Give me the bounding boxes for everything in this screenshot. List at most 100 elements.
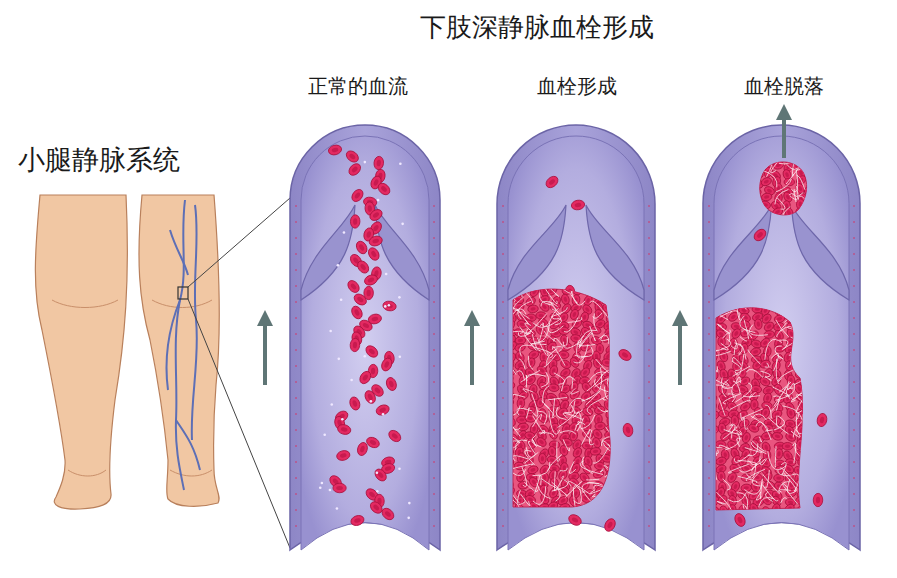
- blood-cell: [752, 227, 768, 243]
- vein-section: [703, 125, 860, 550]
- blood-cell: [354, 239, 369, 255]
- thrombus: [799, 348, 804, 354]
- thrombus: [517, 277, 521, 285]
- thrombus: [515, 276, 528, 289]
- thrombus: [796, 455, 809, 468]
- thrombus: [708, 410, 721, 422]
- thrombus: [554, 373, 565, 385]
- thrombus: [494, 471, 512, 478]
- thrombus: [559, 502, 571, 512]
- thrombus: [597, 321, 603, 327]
- thrombus: [507, 298, 512, 301]
- blood-cell: [356, 296, 364, 303]
- thrombus: [505, 276, 517, 289]
- thrombus: [517, 371, 525, 381]
- thrombus: [763, 307, 768, 313]
- thrombus: [568, 317, 582, 322]
- thrombus: [605, 353, 611, 359]
- thrombus: [528, 377, 534, 383]
- blood-cell: [368, 348, 376, 356]
- thrombus: [695, 283, 823, 525]
- thrombus: [513, 502, 525, 515]
- thrombus: [513, 464, 534, 469]
- thrombus: [716, 306, 727, 314]
- blood-cell: [338, 358, 341, 361]
- thrombus: [729, 474, 735, 480]
- thrombus: [557, 469, 569, 482]
- thrombus: [571, 295, 578, 304]
- blood-cell: [376, 181, 392, 197]
- thrombus: [705, 359, 714, 371]
- blood-cell: [544, 174, 560, 190]
- thrombus: [549, 411, 560, 435]
- thrombus: [535, 396, 546, 408]
- thrombus: [580, 461, 603, 475]
- thrombus: [722, 371, 727, 377]
- thrombus: [704, 433, 716, 446]
- thrombus: [606, 483, 612, 488]
- thrombus: [504, 455, 515, 468]
- thrombus: [583, 277, 596, 288]
- thrombus: [785, 445, 790, 448]
- blood-cell: [359, 263, 366, 271]
- blood-cell: [375, 403, 391, 417]
- thrombus: [552, 480, 568, 491]
- blood-cell: [625, 426, 630, 433]
- thrombus: [605, 387, 611, 401]
- thrombus: [594, 379, 609, 387]
- thrombus: [517, 398, 525, 409]
- thrombus: [517, 505, 523, 511]
- thrombus: [506, 358, 514, 369]
- thrombus: [705, 419, 716, 427]
- blood-cell: [336, 449, 351, 461]
- thrombus: [606, 427, 612, 434]
- vein-section: [709, 205, 710, 540]
- blood-cell: [617, 347, 633, 362]
- vein-section: [508, 205, 566, 300]
- thrombus: [550, 503, 556, 509]
- thrombus: [582, 429, 591, 445]
- thrombus: [764, 297, 769, 303]
- blood-cell: [319, 487, 322, 490]
- thrombus: [529, 285, 541, 298]
- thrombus: [502, 470, 513, 479]
- thrombus: [788, 461, 793, 465]
- thrombus: [503, 398, 514, 406]
- thrombus: [798, 316, 802, 322]
- thrombus: [508, 411, 512, 417]
- thrombus: [508, 279, 514, 285]
- thrombus: [711, 354, 716, 360]
- thrombus: [594, 405, 606, 415]
- leg-figure: [170, 470, 212, 476]
- blood-cell: [367, 277, 375, 283]
- thrombus: [519, 418, 524, 421]
- blood-cell: [333, 483, 346, 493]
- thrombus: [533, 486, 546, 504]
- thrombus: [562, 370, 568, 376]
- thrombus: [723, 452, 727, 458]
- thrombus: [755, 308, 760, 311]
- blood-cell: [358, 369, 373, 385]
- thrombus: [729, 344, 742, 355]
- thrombus: [558, 485, 570, 495]
- thrombus: [560, 498, 566, 504]
- thrombus: [605, 382, 614, 393]
- thrombus: [777, 451, 781, 457]
- thrombus: [788, 315, 792, 321]
- blood-cell: [344, 149, 360, 165]
- thrombus: [707, 349, 713, 355]
- blood-cell: [353, 218, 357, 225]
- thrombus: [507, 359, 516, 375]
- thrombus: [799, 458, 805, 464]
- thrombus: [531, 504, 537, 510]
- thrombus: [733, 418, 737, 423]
- thrombus: [603, 289, 615, 299]
- thrombus: [529, 285, 541, 298]
- thrombus: [573, 330, 579, 335]
- thrombus: [753, 402, 757, 407]
- thrombus: [538, 439, 544, 445]
- thrombus: [732, 299, 737, 305]
- thrombus: [604, 407, 616, 420]
- thrombus: [557, 469, 569, 482]
- vein-section: [434, 205, 435, 540]
